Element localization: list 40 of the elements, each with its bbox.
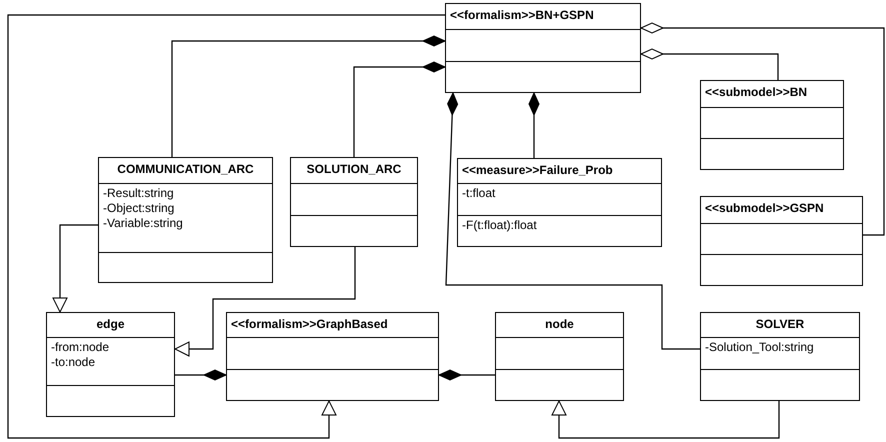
attribute-text: -Result:string	[103, 186, 174, 201]
class-box	[700, 196, 863, 286]
class-box	[290, 157, 418, 247]
class-box	[457, 158, 662, 247]
class-box	[445, 3, 641, 93]
class-box	[46, 312, 175, 417]
composition-line	[171, 36, 446, 157]
attribute-text: -to:node	[51, 355, 96, 370]
attribute-text: -Object:string	[103, 201, 174, 216]
attribute-text: -Variable:string	[103, 216, 183, 231]
composition-line	[528, 92, 540, 158]
generalization-arrow	[174, 247, 356, 356]
class-name: <<submodel>>GSPN	[705, 200, 825, 217]
class-name: <<measure>>Failure_Prob	[462, 162, 614, 179]
class-box	[98, 157, 273, 283]
composition-line	[445, 92, 700, 350]
attribute-text: -Solution_Tool:string	[705, 340, 814, 355]
class-name: <<formalism>>BN+GSPN	[450, 7, 595, 24]
composition-line	[353, 62, 446, 157]
class-box	[700, 312, 860, 401]
composition-line	[175, 370, 226, 380]
class-name: SOLUTION_ARC	[306, 161, 402, 178]
aggregation-line	[640, 22, 885, 236]
generalization-arrow	[552, 400, 780, 439]
generalization-arrow	[7, 14, 445, 439]
generalization-arrow	[52, 224, 98, 312]
class-name: node	[544, 316, 575, 333]
composition-line	[438, 370, 495, 380]
class-name: COMMUNICATION_ARC	[116, 161, 255, 178]
class-name: SOLVER	[754, 316, 806, 333]
attribute-text: -from:node	[51, 340, 110, 355]
class-box	[700, 80, 844, 170]
class-box	[495, 312, 624, 401]
aggregation-line	[640, 48, 779, 80]
operation-text: -F(t:float):float	[462, 218, 537, 233]
class-name: edge	[95, 316, 126, 333]
class-name: <<submodel>>BN	[705, 84, 808, 101]
attribute-text: -t:float	[462, 186, 496, 201]
class-name: <<formalism>>GraphBased	[231, 316, 389, 333]
class-box	[226, 312, 439, 401]
